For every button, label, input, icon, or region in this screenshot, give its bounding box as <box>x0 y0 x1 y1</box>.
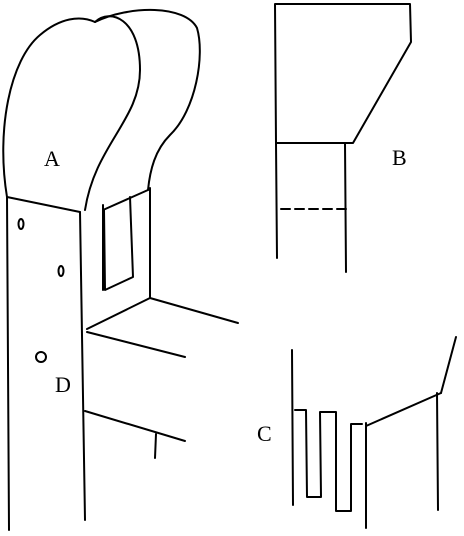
part-b-right-stem <box>344 142 347 273</box>
part-a-front-left-edge <box>6 196 10 531</box>
part-a-cap-rear-curve <box>84 15 141 211</box>
part-b-block <box>274 3 412 273</box>
part-a-cap-top-edge <box>94 8 201 191</box>
part-a-ledge-top-front <box>86 297 151 330</box>
label-a: A <box>44 146 60 171</box>
part-c-back-edge <box>436 392 439 511</box>
part-a-lower-tick <box>154 433 157 459</box>
part-a-slot <box>103 196 134 291</box>
part-b-left-stem <box>275 142 278 259</box>
part-a-cap-outline <box>2 17 96 198</box>
part-a-ledge-bottom <box>86 331 186 358</box>
part-c-upper-edge <box>440 336 457 394</box>
label-d: D <box>55 372 71 397</box>
part-a-hole-3 <box>35 351 47 363</box>
part-a-hole-2 <box>57 265 65 277</box>
part-c-slot-1 <box>294 409 363 512</box>
part-c-bracket <box>291 336 457 529</box>
part-a-cap-base-right <box>102 189 149 211</box>
part-c-left-edge <box>291 349 294 506</box>
part-a-ledge-top-back <box>149 297 239 324</box>
part-a-lower-ledge <box>84 410 186 442</box>
label-b: B <box>392 145 407 170</box>
part-a-cap-base-left <box>6 196 81 213</box>
part-a-post <box>2 8 239 531</box>
part-a-front-right-edge <box>79 211 86 521</box>
part-b-outline <box>274 3 412 144</box>
part-a-hole-1 <box>17 218 25 230</box>
label-c: C <box>257 421 272 446</box>
part-c-top-edge <box>365 392 442 427</box>
